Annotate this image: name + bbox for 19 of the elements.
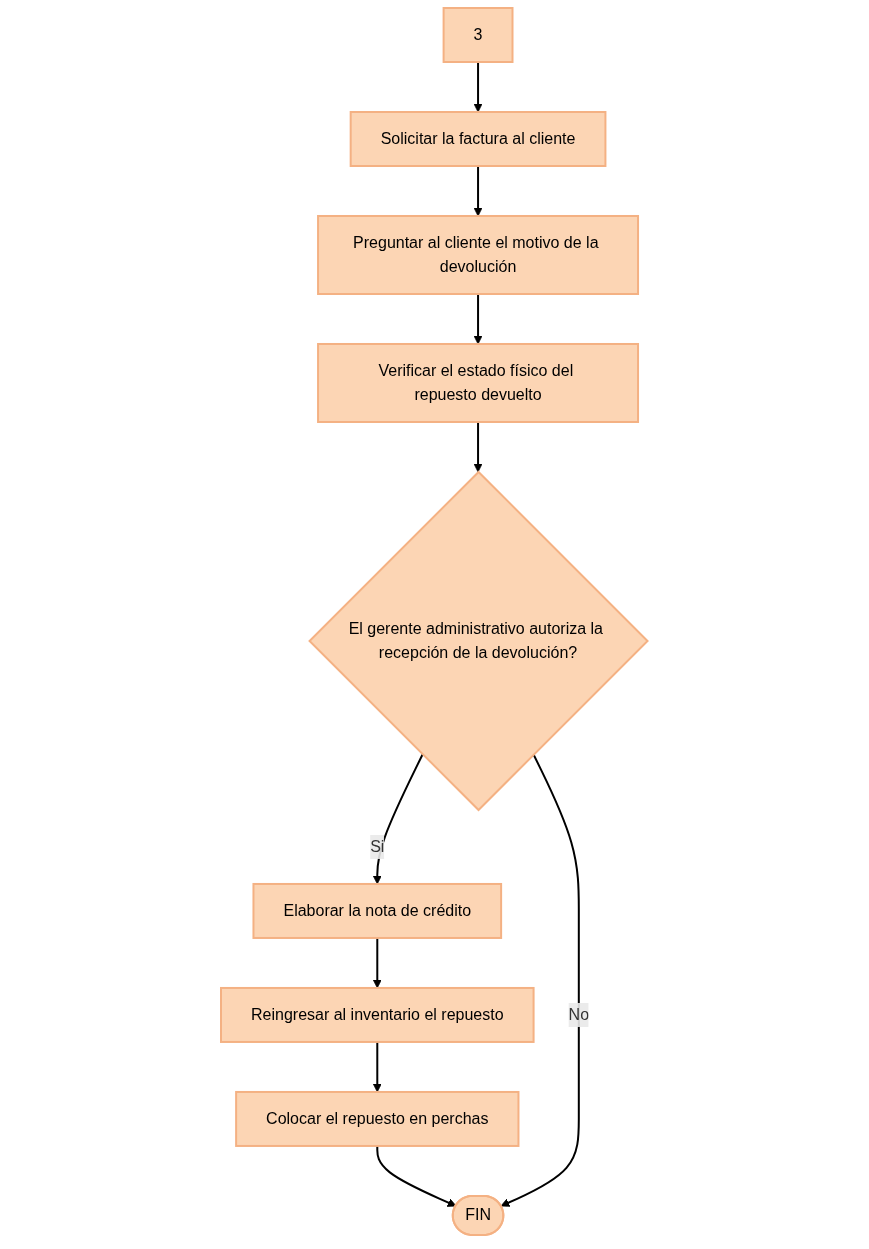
- node-box: Elaborar la nota de crédito: [252, 882, 503, 939]
- arrow: [373, 936, 382, 989]
- node-box: Verificar el estado físico del repuesto devuelto: [317, 343, 640, 423]
- arrow: [473, 61, 483, 113]
- node-box: Solicitar la factura al cliente: [349, 111, 607, 167]
- edge-label: No: [568, 1005, 590, 1023]
- arrow: [473, 165, 483, 217]
- node-diamond: El gerente administrativo autoriza la recepción de la devolución?: [308, 470, 650, 812]
- arrow: [473, 293, 483, 345]
- node-box: Colocar el repuesto en perchas: [235, 1090, 520, 1147]
- arrow: [373, 753, 424, 885]
- arrow: [473, 421, 483, 473]
- arrow: [376, 1144, 457, 1207]
- edge-label: Si: [370, 837, 385, 855]
- node-box: Reingresar al inventario el repuesto: [220, 986, 535, 1043]
- arrow: [373, 1040, 382, 1093]
- node-box: 3: [442, 7, 514, 63]
- node-box: Preguntar al cliente el motivo de la devolución: [317, 215, 640, 295]
- arrow: [500, 753, 581, 1207]
